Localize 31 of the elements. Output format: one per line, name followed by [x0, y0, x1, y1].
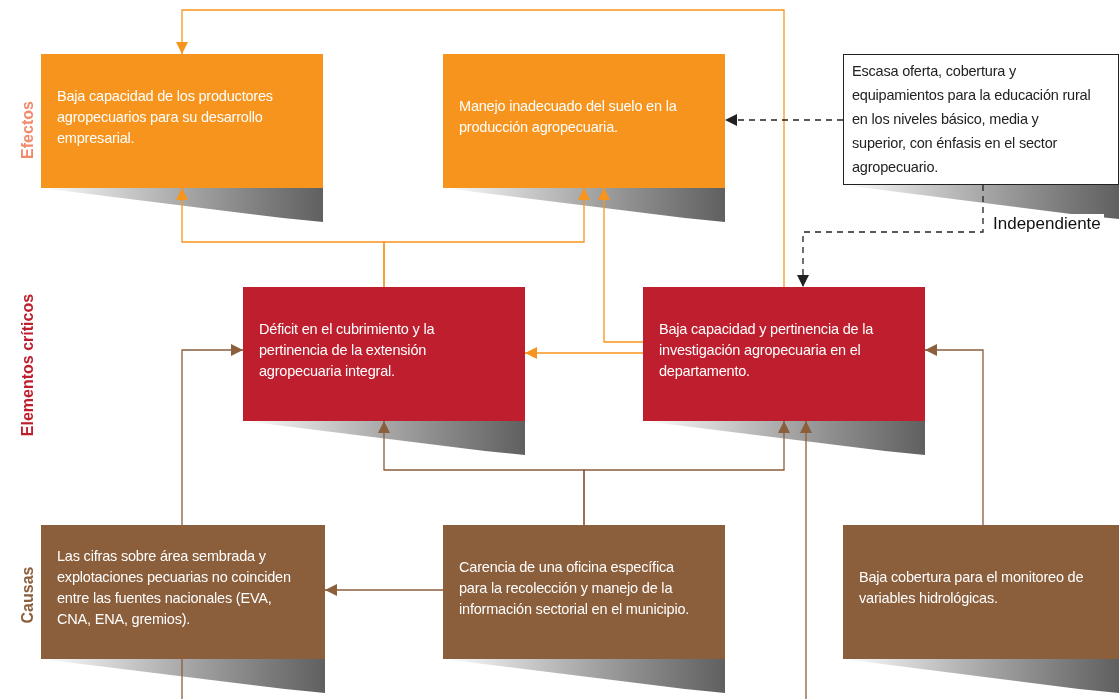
process-box [41, 54, 323, 188]
arrow [583, 420, 790, 526]
arrow [598, 187, 644, 343]
box-text: Carencia de una oficina específica para la recolección y manejo de la información sectorial en el municipio. [459, 557, 691, 619]
process-box [443, 54, 725, 188]
process-box [643, 287, 925, 421]
arrow [797, 184, 984, 288]
box-text: Baja cobertura para el monitoreo de variables hidrológicas. [859, 568, 1085, 608]
note-box [843, 54, 1119, 185]
connector-line [181, 658, 183, 699]
box-text: Manejo inadecuado del suelo en la producción agropecuaria. [459, 97, 678, 137]
arrow [324, 584, 444, 596]
process-box [843, 525, 1119, 659]
box-text: Las cifras sobre área sembrada y explotaciones pecuarias no coinciden entre las fuentes nacionales (EVA, CNA, ENA, gremios). [57, 547, 292, 629]
arrow [800, 420, 812, 699]
box-text: Baja capacidad y pertinencia de la investigación agropecuaria en el departamento. [659, 319, 875, 381]
arrow [383, 187, 590, 288]
arrow [181, 344, 244, 526]
arrow [176, 9, 785, 288]
process-box [41, 525, 325, 659]
arrow [924, 344, 984, 526]
row-heading: Causas [18, 566, 37, 624]
process-box [243, 287, 525, 421]
process-box [443, 525, 725, 659]
box-text: Escasa oferta, cobertura y equipamientos para la educación rural en los niveles básico, media y superior, con énfasis en el sector agropecuario. [852, 62, 1092, 177]
box-text: Baja capacidad de los productores agropecuarios para su desarrollo empresarial. [57, 86, 274, 148]
arrow [524, 347, 644, 359]
row-heading: Efectos [18, 101, 37, 159]
box-text: Déficit en el cubrimiento y la pertinencia de la extensión agropecuaria integral. [259, 319, 436, 381]
arrow [724, 114, 844, 126]
row-heading: Elementos críticos [19, 293, 38, 437]
